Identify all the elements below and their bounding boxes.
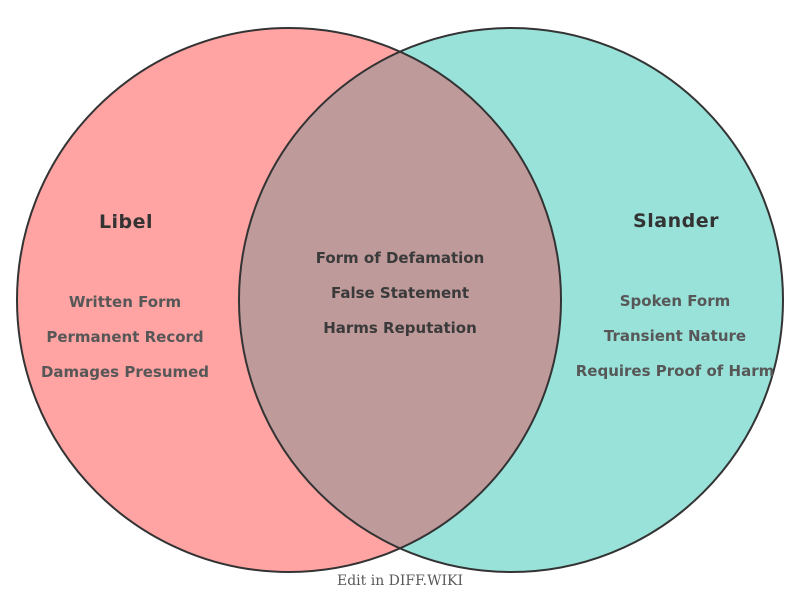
libel-items: Written Form Permanent Record Damages Pr… (41, 285, 209, 390)
libel-item: Permanent Record (46, 328, 204, 346)
slander-title: Slander (633, 210, 719, 232)
edit-in-diffwiki-link[interactable]: Edit in DIFF.WIKI (336, 573, 464, 589)
libel-title: Libel (98, 211, 154, 233)
libel-item: Damages Presumed (40, 363, 210, 381)
slander-items: Spoken Form Transient Nature Requires Pr… (576, 284, 775, 389)
overlap-item: Harms Reputation (323, 319, 477, 337)
slander-circle-outline (238, 27, 784, 573)
overlap-items: Form of Defamation False Statement Harms… (316, 241, 485, 346)
overlap-item: False Statement (330, 284, 470, 302)
libel-item: Written Form (68, 293, 182, 311)
overlap-item: Form of Defamation (315, 249, 485, 267)
slander-item: Transient Nature (603, 327, 747, 345)
overlap-region (239, 28, 561, 572)
slander-item: Requires Proof of Harm (575, 362, 775, 380)
libel-circle-outline (16, 27, 562, 573)
slander-item: Spoken Form (619, 292, 731, 310)
